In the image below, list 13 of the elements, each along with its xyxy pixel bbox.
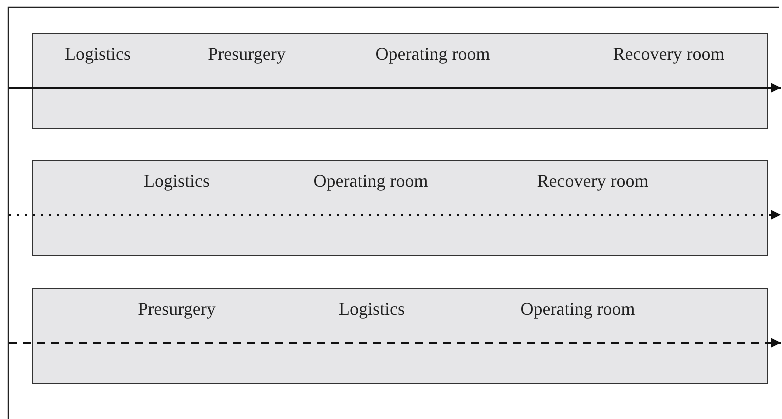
stage-label: Recovery room bbox=[613, 44, 725, 65]
stage-label: Logistics bbox=[144, 171, 210, 192]
stage-label: Presurgery bbox=[208, 44, 286, 65]
stage-label: Operating room bbox=[520, 299, 636, 320]
stage-band bbox=[32, 33, 768, 129]
stage-label: Presurgery bbox=[138, 299, 216, 320]
stage-label: Recovery room bbox=[537, 171, 649, 192]
stage-band bbox=[32, 288, 768, 384]
stage-label: Operating room bbox=[314, 171, 428, 192]
stage-label: Operating room bbox=[376, 44, 490, 65]
stage-band bbox=[32, 160, 768, 256]
stage-label: Logistics bbox=[339, 299, 405, 320]
stage-label: Logistics bbox=[65, 44, 131, 65]
